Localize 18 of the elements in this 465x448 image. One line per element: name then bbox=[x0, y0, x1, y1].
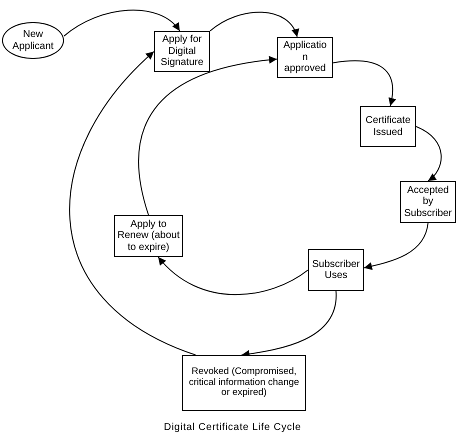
diagram-caption: Digital Certificate Life Cycle bbox=[162, 422, 302, 433]
process-box: Apply to Renew (about to expire) bbox=[114, 215, 183, 257]
arrow bbox=[69, 51, 196, 356]
arrow bbox=[416, 126, 442, 182]
arrow bbox=[158, 256, 308, 296]
process-box: Revoked (Compromised, critical information change or expired) bbox=[182, 355, 306, 411]
arrow bbox=[138, 56, 278, 216]
arrow bbox=[332, 60, 396, 106]
arrow bbox=[210, 12, 298, 38]
start-ellipse: New Applicant bbox=[2, 22, 64, 59]
process-box: Subscriber Uses bbox=[308, 249, 364, 291]
arrow bbox=[241, 290, 336, 358]
process-box: Apply for Digital Signature bbox=[154, 31, 210, 72]
process-box: Accepted by Subscriber bbox=[400, 181, 456, 223]
arrow bbox=[364, 222, 428, 270]
process-box: Certificate Issued bbox=[360, 106, 416, 147]
process-box: Applicatio n approved bbox=[277, 37, 333, 78]
arrow bbox=[64, 10, 180, 37]
